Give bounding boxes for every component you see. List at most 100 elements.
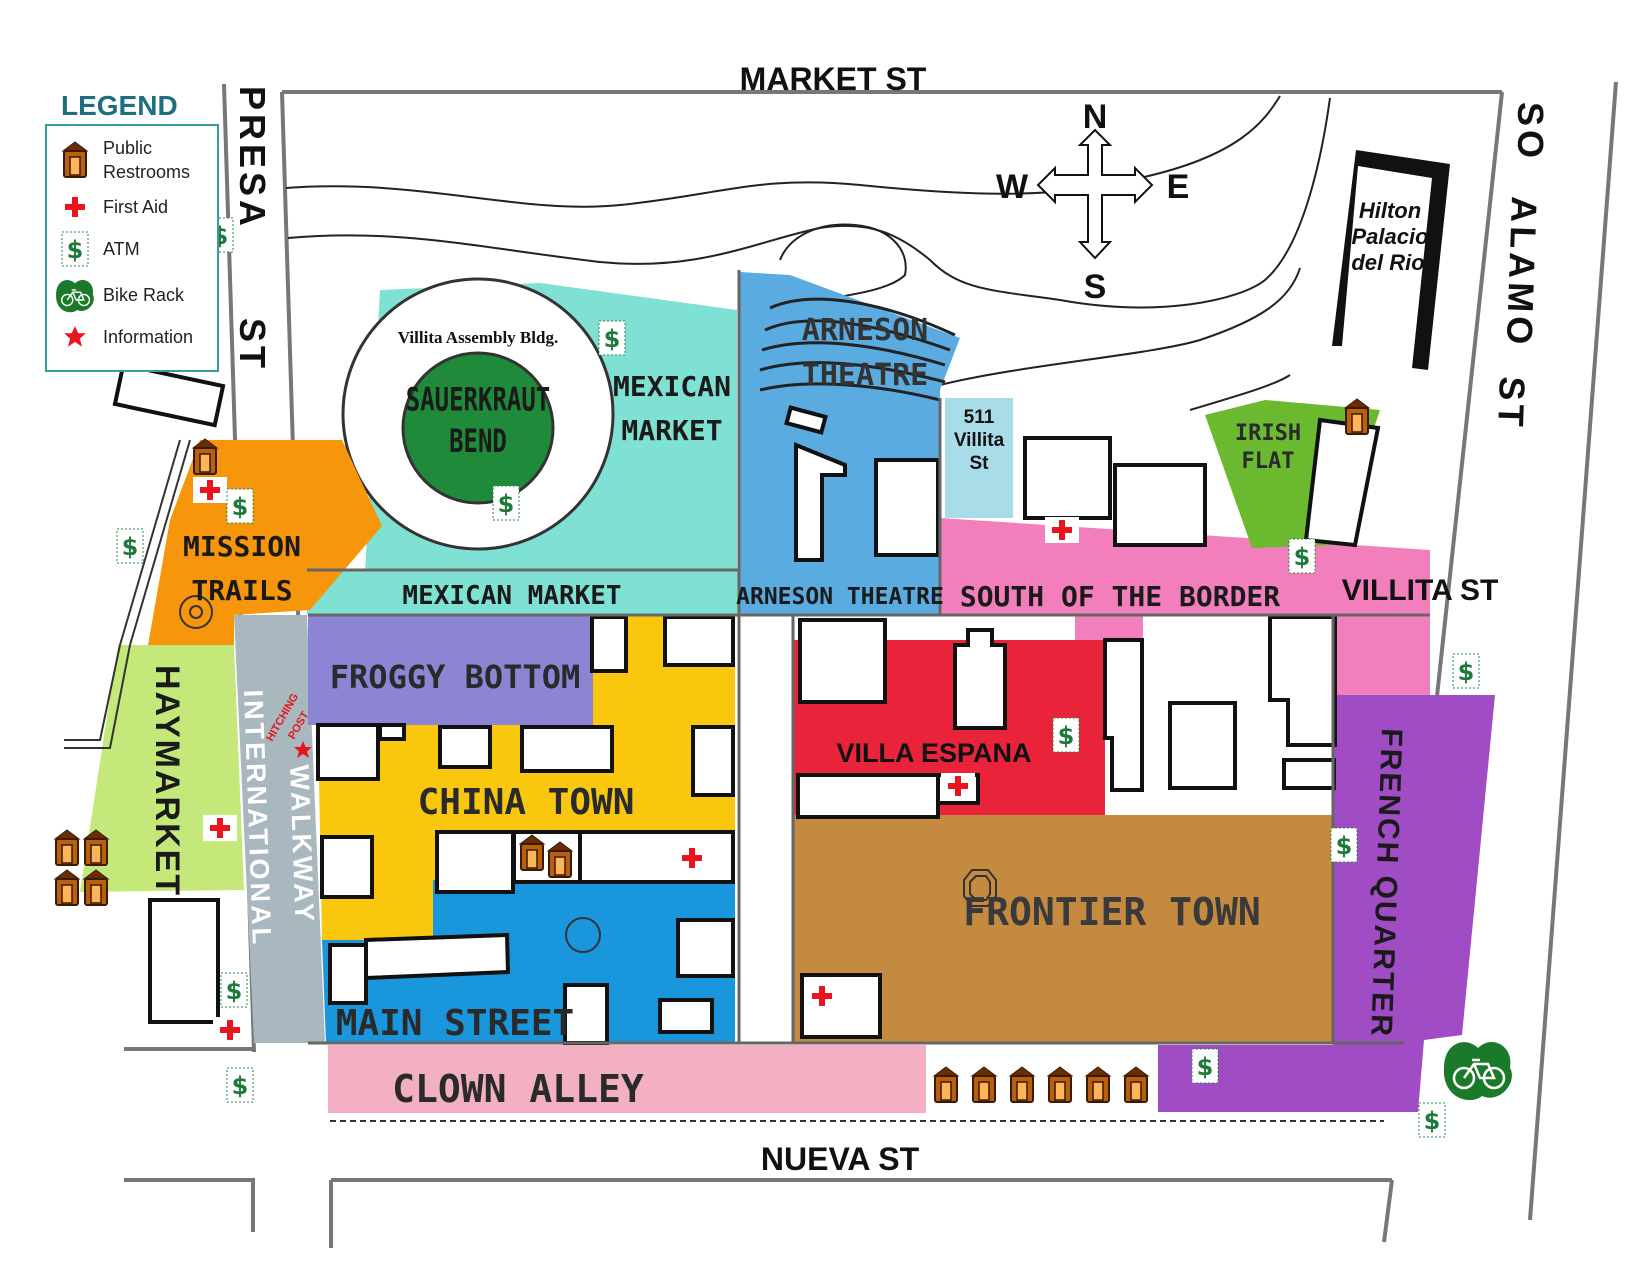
legend-label-atm: ATM (103, 239, 140, 259)
restroom-icon[interactable] (54, 869, 80, 906)
restroom-icon[interactable] (933, 1066, 959, 1103)
villa-espana-label: VILLA ESPANA (836, 738, 1031, 768)
district-frontier-town[interactable] (793, 815, 1333, 1043)
assembly-label: Villita Assembly Bldg. (398, 328, 558, 347)
atm-icon[interactable] (1288, 538, 1316, 574)
bike-rack-icon[interactable] (1442, 1040, 1514, 1102)
atm-icon (55, 230, 95, 268)
district-sauerkraut-bend[interactable] (401, 351, 555, 505)
restroom-icon[interactable] (1344, 398, 1370, 435)
atm-icon[interactable] (492, 485, 520, 521)
street-villita: VILLITA ST (1342, 574, 1499, 607)
legend-item-restrooms: Public Restrooms (55, 136, 190, 184)
legend-label-bike-rack: Bike Rack (103, 285, 185, 305)
district-froggy-bottom[interactable] (308, 615, 593, 725)
legend-title: LEGEND (61, 90, 178, 121)
atm-icon[interactable] (1452, 653, 1480, 689)
atm-icon[interactable] (116, 528, 144, 564)
district-south-of-the-border-ext[interactable] (1330, 615, 1430, 695)
haymarket-label: HAYMARKET (148, 665, 186, 897)
south-border-label: SOUTH OF THE BORDER (960, 580, 1280, 613)
atm-icon[interactable] (1191, 1048, 1219, 1084)
legend-box: Public Restrooms First Aid ATM Bike Rack (45, 124, 219, 372)
arneson-label-1: ARNESON (802, 313, 928, 348)
legend-item-first-aid: First Aid (55, 192, 168, 222)
first-aid-icon[interactable] (1045, 517, 1079, 543)
atm-icon[interactable] (226, 1067, 254, 1103)
arneson-seating (759, 297, 956, 402)
first-aid-icon[interactable] (203, 815, 237, 841)
street-so-alamo-st: ST (1490, 376, 1533, 431)
legend-label-restrooms-1: Public (103, 138, 153, 158)
compass-n: N (1083, 98, 1108, 136)
restroom-icon[interactable] (54, 829, 80, 866)
mexican-market-label-1: MEXICAN (613, 370, 731, 403)
villita511-label-3: St (970, 453, 990, 474)
irish-label-1: IRISH (1235, 421, 1301, 446)
mission-label-2: TRAILS (191, 574, 292, 607)
irish-label-2: FLAT (1242, 449, 1295, 474)
first-aid-icon (55, 192, 95, 222)
clown-label: CLOWN ALLEY (392, 1067, 644, 1111)
walkway-walkway: WALKWAY (284, 764, 320, 924)
hilton-label-3: del Rio (1351, 250, 1424, 275)
district-mexican-market-strip[interactable] (307, 570, 739, 615)
restroom-icon[interactable] (1123, 1066, 1149, 1103)
district-french-quarter[interactable] (1158, 695, 1495, 1112)
froggy-label: FROGGY BOTTOM (330, 658, 580, 696)
district-511-villita[interactable] (945, 398, 1013, 518)
sauerkraut-label-2: BEND (449, 423, 507, 461)
first-aid-icon[interactable] (193, 477, 227, 503)
compass-rose (1036, 128, 1154, 260)
legend-label-first-aid: First Aid (103, 197, 169, 217)
district-main-street[interactable] (322, 880, 735, 1043)
atm-icon[interactable] (598, 320, 626, 356)
footpaths (64, 439, 997, 953)
restroom-icon[interactable] (1047, 1066, 1073, 1103)
atm-icon[interactable] (220, 972, 248, 1008)
restroom-icon[interactable] (1085, 1066, 1111, 1103)
mission-label-1: MISSION (183, 530, 301, 563)
street-presa: PRESA (232, 86, 273, 230)
legend-item-atm: ATM (55, 230, 140, 268)
street-so-alamo-so: SO (1510, 102, 1551, 162)
villita511-label-2: Villita (954, 430, 1005, 451)
atm-icon[interactable] (1052, 717, 1080, 753)
mexican-market-label-bottom: MEXICAN MARKET (402, 581, 621, 611)
main-street-label: MAIN STREET (336, 1003, 574, 1044)
compass-e: E (1167, 168, 1190, 206)
legend-item-information: Information (55, 324, 193, 350)
atm-icon[interactable] (1330, 827, 1358, 863)
atm-icon[interactable] (226, 488, 254, 524)
restroom-icon[interactable] (1009, 1066, 1035, 1103)
arneson-label-2: THEATRE (802, 358, 928, 393)
bike-rack-icon (55, 276, 95, 314)
villita511-label-1: 511 (964, 407, 995, 428)
first-aid-icon[interactable] (213, 1017, 247, 1043)
district-clown-alley[interactable] (328, 1045, 926, 1113)
river-outline (285, 95, 1331, 411)
china-label: CHINA TOWN (418, 782, 635, 823)
restroom-icon (55, 140, 95, 180)
street-nueva: NUEVA ST (761, 1141, 920, 1177)
first-aid-icon[interactable] (941, 773, 975, 799)
first-aid-icon[interactable] (675, 845, 709, 871)
legend-item-bike-rack: Bike Rack (55, 276, 184, 314)
street-presa-st: ST (232, 318, 273, 372)
street-so-alamo-alamo: ALAMO (1499, 196, 1545, 349)
hilton-label-2: Palacio (1351, 224, 1428, 249)
sauerkraut-label-1: SAUERKRAUT (406, 381, 550, 419)
international-walkway[interactable] (234, 615, 325, 1043)
information-icon (55, 324, 95, 350)
street-market: MARKET ST (740, 61, 927, 97)
restroom-icon[interactable] (971, 1066, 997, 1103)
mexican-market-label-2: MARKET (621, 414, 722, 447)
hilton-label-1: Hilton (1359, 198, 1421, 223)
legend-label-restrooms-2: Restrooms (103, 162, 191, 182)
compass-w: W (996, 168, 1029, 206)
first-aid-icon[interactable] (805, 983, 839, 1009)
compass-s: S (1084, 268, 1107, 306)
atm-icon[interactable] (1418, 1102, 1446, 1138)
hilton-building (1332, 150, 1450, 370)
